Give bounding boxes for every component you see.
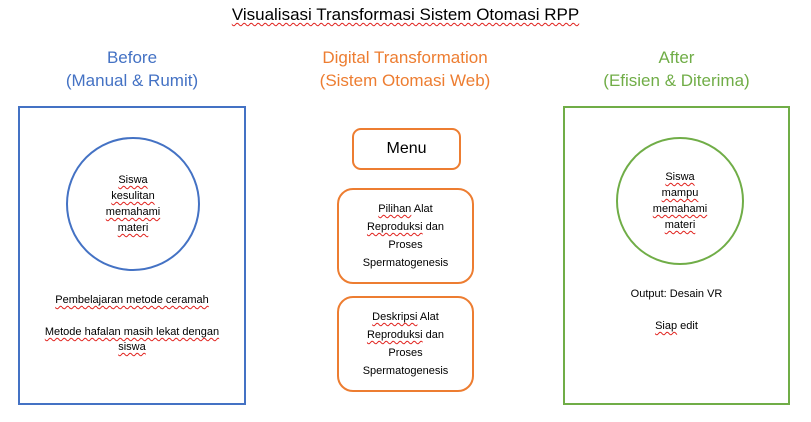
option2-line: Deskripsi Alat bbox=[372, 311, 439, 323]
option1-line: Spermatogenesis bbox=[362, 257, 449, 269]
digital-heading-line2: (Sistem Otomasi Web) bbox=[319, 71, 491, 90]
digital-heading-line1: Digital Transformation bbox=[322, 48, 488, 67]
menu-label: Menu bbox=[386, 140, 427, 157]
after-text-ready-word-edit: edit bbox=[680, 320, 698, 332]
option1-word-reproduksi: Reproduksi bbox=[366, 221, 423, 233]
option1-word-pilihan: Pilihan bbox=[378, 203, 412, 215]
option1-line: Proses bbox=[388, 239, 423, 251]
menu-option-description[interactable]: Deskripsi Alat Reproduksi dan Proses Spe… bbox=[337, 296, 474, 392]
after-text-output-label: Output: Desain VR bbox=[630, 288, 723, 300]
after-circle-line: mampu bbox=[661, 187, 699, 199]
option1-line: Reproduksi dan bbox=[366, 221, 445, 233]
option2-word-reproduksi: Reproduksi bbox=[366, 329, 423, 341]
after-text-ready-word-siap: Siap bbox=[655, 320, 678, 332]
digital-heading: Digital Transformation (Sistem Otomasi W… bbox=[280, 46, 530, 92]
option2-line: Proses bbox=[388, 347, 423, 359]
title-text: Visualisasi Transformasi Sistem Otomasi … bbox=[231, 5, 580, 24]
option2-line: Reproduksi dan bbox=[366, 329, 445, 341]
option1-line: Pilihan Alat bbox=[378, 203, 433, 215]
before-heading-line1: Before bbox=[106, 48, 158, 67]
before-circle-line: materi bbox=[117, 222, 149, 234]
after-circle-line: Siswa bbox=[665, 171, 695, 183]
option2-word-deskripsi: Deskripsi bbox=[372, 311, 418, 323]
before-circle-line: memahami bbox=[105, 206, 161, 218]
before-text-memorization: Metode hafalan masih lekat dengan siswa bbox=[20, 325, 244, 355]
after-circle-line: materi bbox=[664, 219, 696, 231]
before-heading-line2: (Manual & Rumit) bbox=[65, 71, 199, 90]
before-text-lecture-label: Pembelajaran metode ceramah bbox=[55, 294, 209, 306]
diagram-title: Visualisasi Transformasi Sistem Otomasi … bbox=[0, 5, 811, 25]
before-text-lecture: Pembelajaran metode ceramah bbox=[20, 293, 244, 308]
menu-option-choose-organ[interactable]: Pilihan Alat Reproduksi dan Proses Sperm… bbox=[337, 188, 474, 284]
after-heading-line1: After bbox=[658, 48, 695, 67]
option2-line: Spermatogenesis bbox=[362, 365, 449, 377]
after-text-ready: Siap edit bbox=[565, 319, 788, 334]
after-circle-line: memahami bbox=[652, 203, 708, 215]
before-circle-line: kesulitan bbox=[111, 190, 155, 202]
after-circle: Siswa mampu memahami materi bbox=[616, 137, 744, 265]
before-heading: Before (Manual & Rumit) bbox=[18, 46, 246, 92]
before-text-memorization-line2-wrap: siswa bbox=[20, 340, 244, 355]
before-text-memorization-line1: Metode hafalan masih lekat dengan bbox=[44, 326, 220, 338]
menu-box[interactable]: Menu bbox=[352, 128, 461, 170]
before-circle-line: Siswa bbox=[118, 174, 148, 186]
before-text-memorization-line2: siswa bbox=[118, 341, 146, 353]
after-heading: After (Efisien & Diterima) bbox=[563, 46, 790, 92]
before-circle: Siswa kesulitan memahami materi bbox=[66, 137, 200, 271]
after-heading-line2: (Efisien & Diterima) bbox=[603, 71, 750, 90]
after-text-output: Output: Desain VR bbox=[565, 287, 788, 302]
